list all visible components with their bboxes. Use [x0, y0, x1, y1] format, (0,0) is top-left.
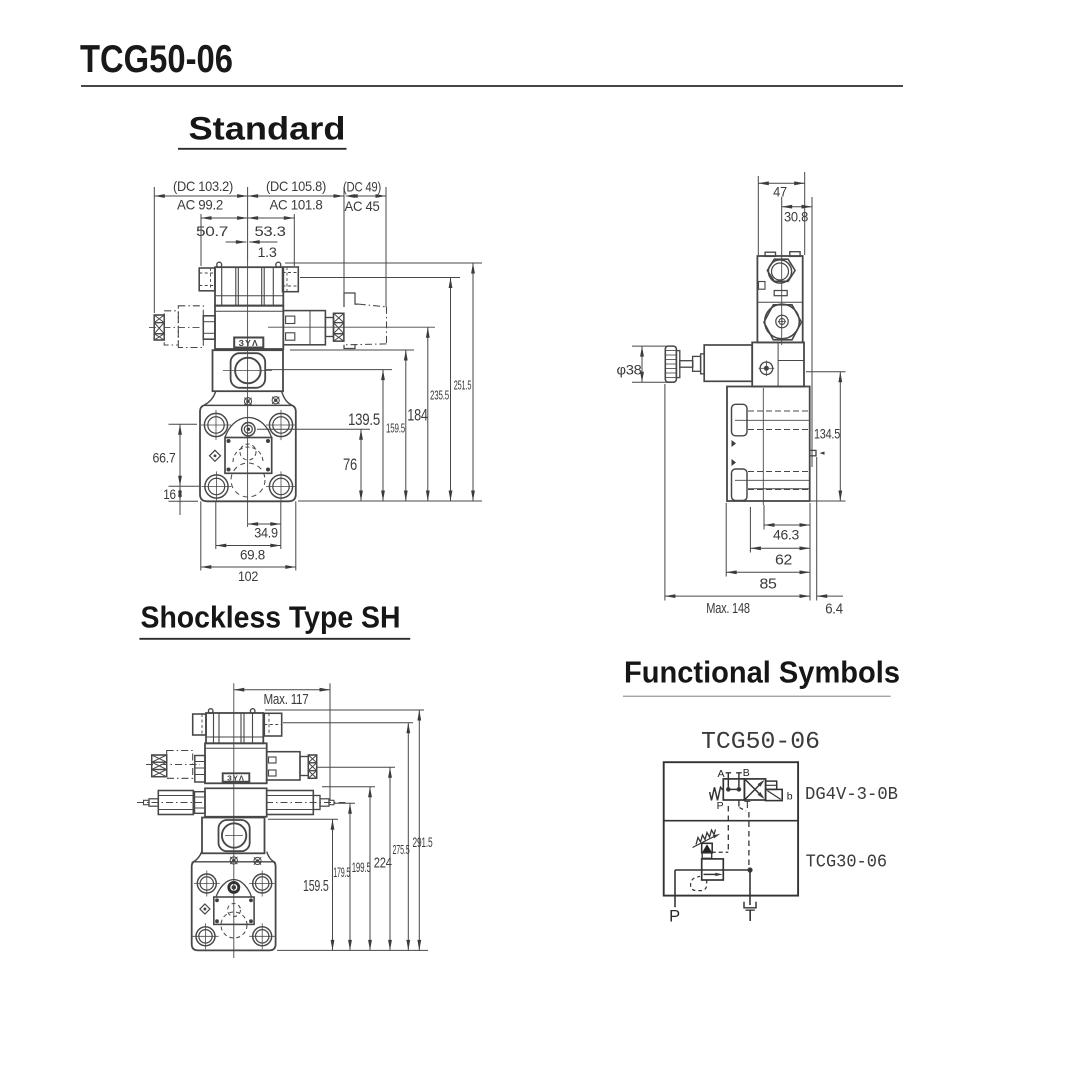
- svg-text:224: 224: [374, 855, 392, 872]
- svg-text:159.5: 159.5: [386, 421, 405, 436]
- svg-text:(DC 49): (DC 49): [343, 179, 381, 195]
- svg-text:1.3: 1.3: [258, 244, 278, 260]
- svg-text:102: 102: [238, 568, 258, 584]
- svg-text:69.8: 69.8: [240, 547, 265, 563]
- svg-text:159.5: 159.5: [303, 878, 329, 895]
- svg-text:TCG50-06: TCG50-06: [701, 729, 820, 756]
- svg-text:34.9: 34.9: [254, 525, 278, 541]
- svg-text:53.3: 53.3: [255, 223, 287, 239]
- svg-text:φ38: φ38: [617, 362, 643, 378]
- svg-text:AC 101.8: AC 101.8: [270, 197, 323, 213]
- svg-text:Max. 148: Max. 148: [706, 601, 750, 617]
- svg-text:Functional Symbols: Functional Symbols: [624, 655, 900, 690]
- svg-text:b: b: [787, 791, 793, 803]
- svg-text:Max. 117: Max. 117: [264, 692, 309, 708]
- svg-text:AC 99.2: AC 99.2: [177, 197, 223, 213]
- svg-text:85: 85: [760, 576, 777, 593]
- svg-text:76: 76: [343, 455, 357, 474]
- svg-text:DG4V-3-0B: DG4V-3-0B: [805, 784, 898, 805]
- svg-text:134.5: 134.5: [814, 426, 840, 442]
- svg-text:275.5: 275.5: [393, 842, 410, 857]
- svg-text:Shockless Type SH: Shockless Type SH: [141, 600, 401, 635]
- svg-text:Standard: Standard: [189, 111, 346, 147]
- svg-text:(DC 105.8): (DC 105.8): [266, 178, 326, 194]
- svg-text:30.8: 30.8: [784, 209, 808, 225]
- svg-text:ЗYΛ: ЗYΛ: [227, 773, 245, 782]
- svg-text:TCG30-06: TCG30-06: [806, 852, 888, 873]
- svg-text:62: 62: [775, 552, 792, 569]
- svg-text:199.5: 199.5: [352, 860, 371, 875]
- svg-text:A: A: [717, 768, 724, 780]
- svg-text:46.3: 46.3: [773, 527, 799, 543]
- svg-text:291.5: 291.5: [413, 835, 433, 850]
- svg-text:6.4: 6.4: [825, 602, 843, 618]
- svg-text:T: T: [745, 907, 755, 925]
- svg-text:P: P: [669, 908, 680, 926]
- svg-text:AC 45: AC 45: [345, 198, 380, 214]
- svg-text:179.5: 179.5: [333, 865, 350, 880]
- svg-text:16: 16: [163, 486, 176, 502]
- svg-text:139.5: 139.5: [348, 411, 380, 429]
- svg-text:47: 47: [773, 184, 787, 200]
- svg-text:251.5: 251.5: [454, 378, 472, 393]
- svg-text:(DC 103.2): (DC 103.2): [173, 178, 233, 194]
- svg-text:235.5: 235.5: [430, 388, 449, 403]
- svg-text:B: B: [743, 767, 750, 779]
- svg-text:66.7: 66.7: [153, 450, 176, 466]
- svg-text:P: P: [717, 800, 724, 812]
- svg-text:50.7: 50.7: [196, 223, 229, 239]
- svg-text:T: T: [744, 799, 751, 811]
- svg-text:ЗYΛ: ЗYΛ: [239, 338, 259, 348]
- svg-text:184: 184: [407, 406, 428, 425]
- svg-text:TCG50-06: TCG50-06: [80, 38, 233, 81]
